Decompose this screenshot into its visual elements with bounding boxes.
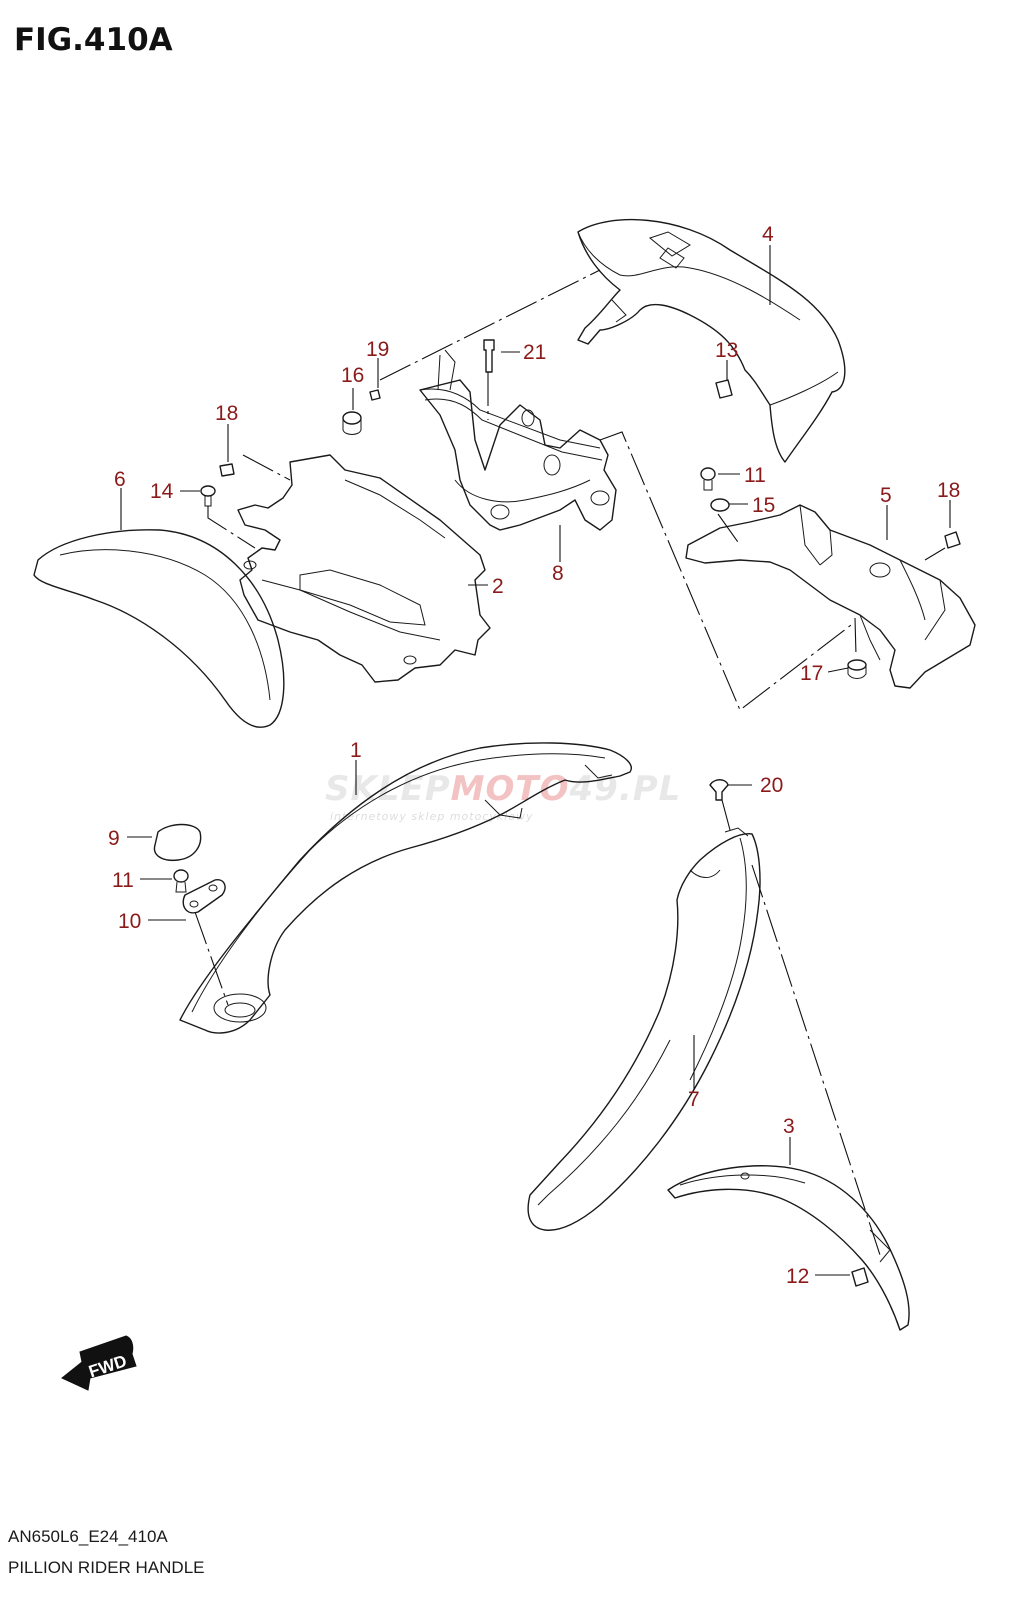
callout-7: 7 — [688, 1088, 700, 1111]
part-14-nut — [715, 379, 733, 399]
watermark-brand-tail: 49.PL — [569, 769, 682, 809]
part-6-pad — [33, 529, 285, 728]
callout-16: 17 — [800, 662, 823, 685]
part-2-tray — [237, 454, 491, 683]
part-11-bolt-right — [700, 467, 716, 491]
part-15-washer — [710, 498, 730, 512]
part-3-trim — [667, 1165, 910, 1331]
part-12-screw — [200, 485, 216, 507]
watermark-brand-grey: SKLEP — [325, 769, 451, 809]
callout-13: 12 — [786, 1265, 809, 1288]
part-4-rear-cover — [577, 218, 846, 463]
callout-4: 4 — [762, 223, 774, 246]
leader-lines — [120, 245, 951, 1276]
part-20-clip — [709, 779, 729, 801]
callout-8: 8 — [552, 562, 564, 585]
figure-name: PILLION RIDER HANDLE — [8, 1558, 205, 1577]
part-17-grommet — [342, 411, 362, 435]
callout-15: 15 — [752, 494, 775, 517]
fasteners — [200, 339, 961, 1287]
watermark: SKLEPMOTO49.PL internetowy sklep motocyk… — [325, 769, 681, 823]
part-19-screw — [369, 389, 381, 401]
callout-18-left: 18 — [215, 402, 238, 425]
callout-20: 20 — [760, 774, 783, 797]
callout-9: 9 — [108, 827, 120, 850]
fwd-arrow: FWD — [61, 1335, 137, 1391]
callout-3: 3 — [783, 1115, 795, 1138]
watermark-brand-red: MOTO — [451, 769, 570, 809]
callout-2: 2 — [492, 575, 504, 598]
part-8-bracket — [419, 349, 617, 531]
part-18-clip-right — [944, 531, 961, 549]
part-7-side-rail — [527, 827, 761, 1231]
part-13-nut — [851, 1267, 869, 1287]
callout-11-right: 11 — [744, 464, 766, 487]
callout-21: 21 — [523, 341, 546, 364]
assembly-lines — [194, 269, 946, 1256]
part-1-grab-handle — [179, 742, 632, 1034]
part-9-cap — [153, 823, 202, 862]
part-16-grommet — [847, 659, 867, 679]
part-10-plate — [182, 879, 226, 914]
callout-6: 6 — [114, 468, 126, 491]
part-5-side-piece — [685, 504, 976, 689]
callout-10: 10 — [118, 910, 141, 933]
callout-19: 19 — [366, 338, 389, 361]
callout-14: 13 — [715, 339, 738, 362]
figure-title: FIG.410A — [14, 22, 173, 58]
part-18-clip-left — [219, 463, 235, 477]
callout-12: 14 — [150, 480, 174, 503]
callout-numbers: 4 21 19 16 13 18 6 14 2 8 11 15 5 18 17 … — [108, 223, 960, 1288]
callout-1: 1 — [350, 739, 362, 762]
part-21-bolt — [483, 339, 495, 373]
callout-17: 16 — [341, 364, 364, 387]
svg-text:SKLEPMOTO49.PL: SKLEPMOTO49.PL — [325, 769, 681, 809]
callout-5: 5 — [880, 484, 892, 507]
callout-18-right: 18 — [937, 479, 960, 502]
watermark-tagline: internetowy sklep motocyklowy — [330, 810, 534, 823]
figure-code: AN650L6_E24_410A — [8, 1527, 168, 1546]
callout-11-left: 11 — [112, 869, 134, 892]
part-11-bolt-left — [173, 869, 189, 893]
